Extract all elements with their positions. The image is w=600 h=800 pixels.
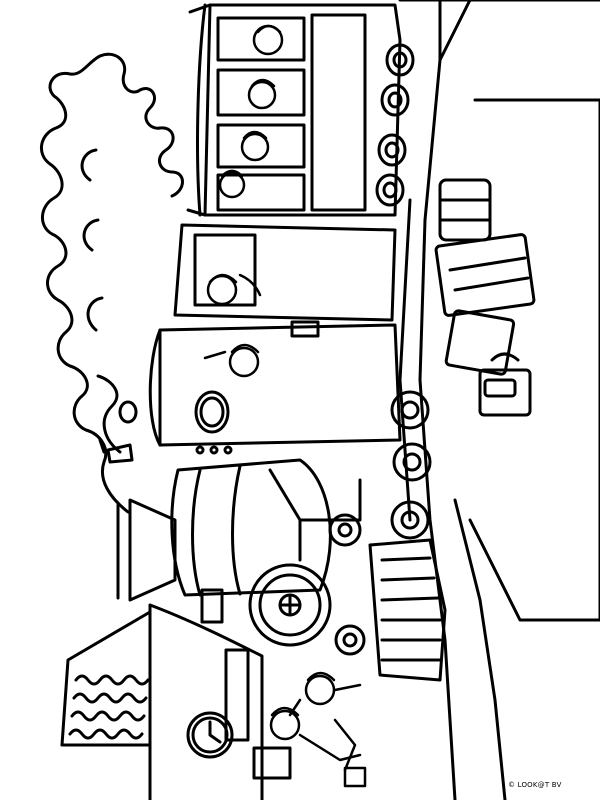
locomotive-cab: [158, 323, 402, 447]
conductor: [206, 273, 262, 306]
cow-catcher-bars: [380, 556, 442, 662]
carriage-roof: [186, 3, 212, 217]
carriage-window-3: [216, 123, 306, 169]
smoke-stack: [116, 498, 177, 602]
platform-edge: [398, 0, 457, 800]
luggage-stack: [434, 178, 536, 417]
lamp: [200, 588, 224, 624]
cab-porthole-inner: [199, 396, 225, 428]
cab-roof: [148, 328, 162, 447]
rail-outer: [438, 0, 507, 800]
tender-window: [193, 233, 257, 307]
steam-dome: [118, 400, 138, 424]
canopy-wave-trim: [68, 674, 150, 740]
headlight-icon: [278, 593, 302, 617]
copyright-credit: © LOOK@T BV: [508, 781, 562, 789]
carriage-window-1: [216, 16, 306, 62]
platform-far: [438, 0, 600, 622]
carriage-body: [203, 3, 402, 217]
suitcase-handle: [290, 320, 320, 338]
rail-inner: [398, 198, 412, 522]
smokebox: [248, 563, 332, 647]
engineer: [203, 343, 260, 378]
rivets: [195, 445, 233, 455]
children-waving: [269, 671, 367, 788]
carriage-panel: [310, 13, 367, 212]
passenger-faces: [218, 24, 284, 199]
cow-catcher: [368, 538, 447, 682]
notice-board: [252, 746, 292, 780]
smoke-cloud: [40, 52, 184, 514]
boiler-band: [191, 464, 242, 597]
station-wall: [148, 603, 264, 800]
station-door: [224, 648, 250, 742]
drive-rods: [268, 468, 362, 562]
smokebox-inner: [258, 573, 322, 637]
clock-icon: [186, 711, 234, 759]
smoke-trail: [80, 148, 122, 454]
locomotive-wheels: [328, 390, 432, 656]
carriage-wheels: [375, 43, 415, 207]
carriage-window-2: [216, 68, 306, 117]
cab-porthole: [194, 390, 230, 434]
station-canopy: [60, 610, 152, 747]
tender-car: [173, 223, 397, 322]
carriage-window-4: [216, 173, 306, 212]
boiler: [170, 458, 332, 597]
whistle: [98, 438, 134, 464]
